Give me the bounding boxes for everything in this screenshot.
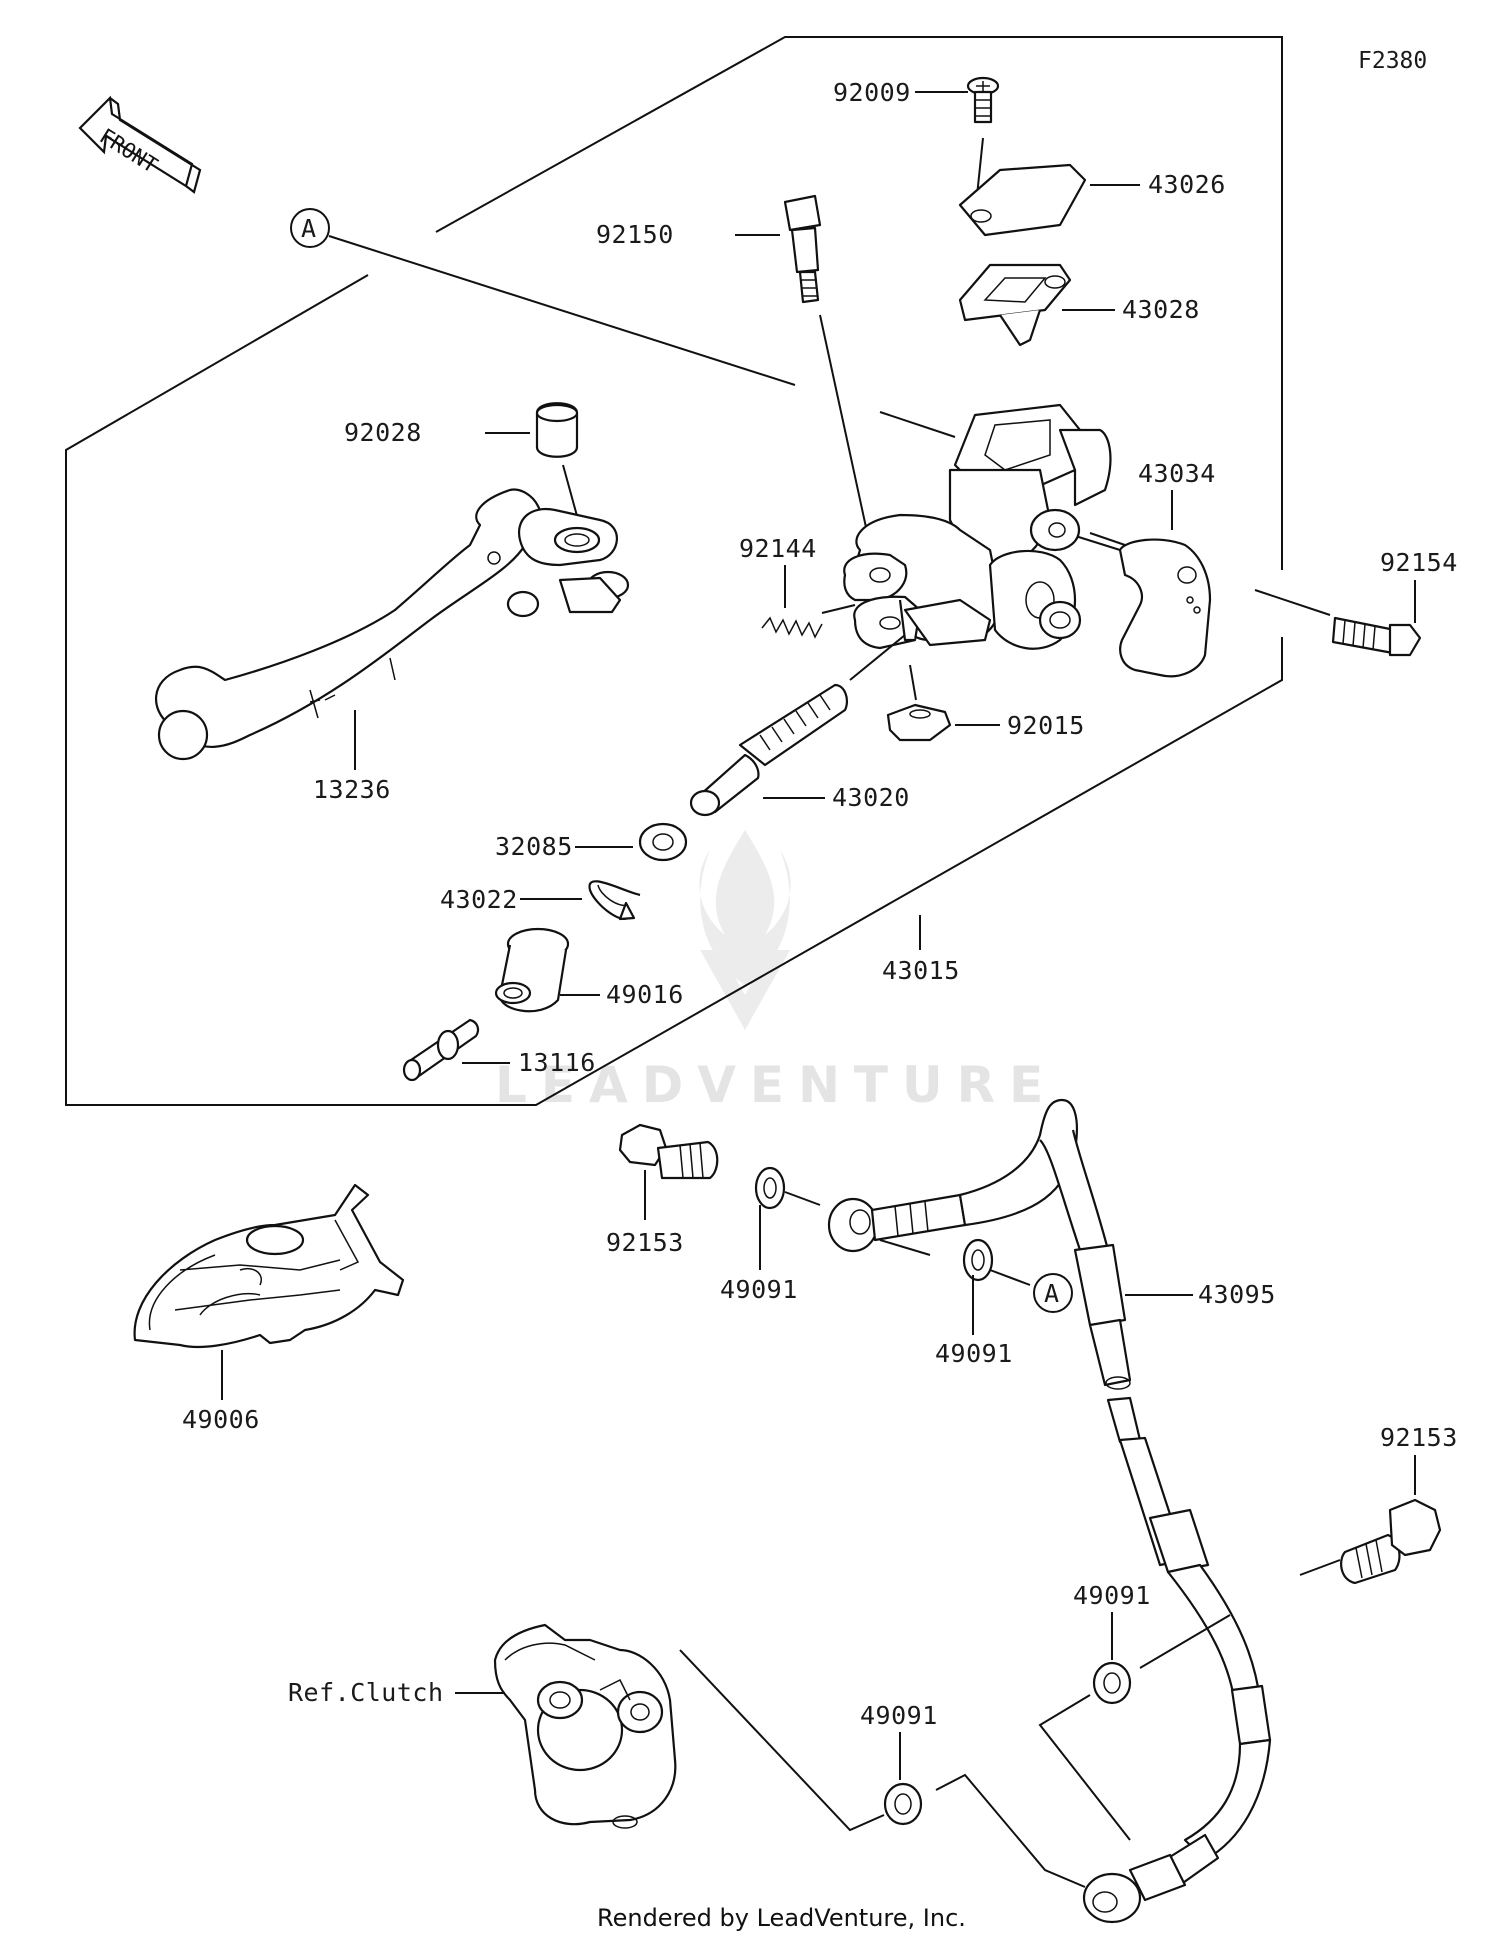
label-49006: 49006 (182, 1405, 260, 1434)
label-92028: 92028 (344, 418, 422, 447)
part-13236: 13236 (155, 488, 630, 804)
part-49091-upper-left: 49091 (720, 1166, 821, 1304)
part-master-cylinder-body (843, 403, 1331, 650)
part-92009: 92009 (833, 76, 1000, 216)
label-49016: 49016 (606, 980, 684, 1009)
part-43028: 43028 (958, 263, 1200, 347)
label-43026: 43026 (1148, 170, 1226, 199)
part-49091-bottom: 49091 (679, 1649, 1086, 1888)
reference-callout-a: A (879, 1239, 1073, 1313)
label-43022: 43022 (440, 885, 518, 914)
label-92154: 92154 (1380, 548, 1458, 577)
part-43015: 43015 (882, 915, 960, 985)
part-43095: 43095 (827, 1098, 1276, 1924)
part-49016: 49016 (494, 927, 684, 1013)
ref-clutch-part: Ref.Clutch (288, 1623, 677, 1829)
label-13116: 13116 (518, 1048, 596, 1077)
part-43022: 43022 (440, 880, 641, 921)
label-49091-bottom: 49091 (860, 1701, 938, 1730)
part-13116: 13116 (402, 1018, 596, 1082)
label-49091-center: 49091 (935, 1339, 1013, 1368)
label-92009: 92009 (833, 78, 911, 107)
part-43034: 43034 (1118, 459, 1216, 678)
label-49091-right: 49091 (1073, 1581, 1151, 1610)
label-32085: 32085 (495, 832, 573, 861)
label-92153-lower: 92153 (1380, 1423, 1458, 1452)
part-92028: 92028 (344, 402, 586, 546)
part-92015: 92015 (886, 664, 1085, 742)
label-92153-upper: 92153 (606, 1228, 684, 1257)
part-92153-lower: 92153 (1299, 1423, 1458, 1585)
part-92153-upper: 92153 (606, 1123, 719, 1257)
label-43028: 43028 (1122, 295, 1200, 324)
part-43026: 43026 (958, 163, 1226, 237)
ref-marker-a-top: A (301, 214, 317, 243)
label-92150: 92150 (596, 220, 674, 249)
label-43095: 43095 (1198, 1280, 1276, 1309)
part-49006: 49006 (133, 1183, 405, 1434)
assembly-43015-boundary (65, 36, 1283, 1106)
label-ref-clutch: Ref.Clutch (288, 1678, 444, 1707)
part-49091-right: 49091 (1038, 1581, 1231, 1841)
part-49091-center: 49091 (935, 1238, 1013, 1368)
watermark: LEADVENTURE (495, 830, 1057, 1114)
label-92015: 92015 (1007, 711, 1085, 740)
label-43015: 43015 (882, 956, 960, 985)
part-92150: 92150 (596, 194, 873, 556)
label-43020: 43020 (832, 783, 910, 812)
part-92154: 92154 (1331, 548, 1458, 657)
label-92144: 92144 (739, 534, 817, 563)
label-13236: 13236 (313, 775, 391, 804)
front-arrow-icon: FRONT (78, 95, 202, 194)
part-32085: 32085 (495, 822, 688, 862)
ref-marker-a-bottom: A (1044, 1279, 1060, 1308)
figure-code: F2380 (1358, 48, 1427, 74)
label-49091-upper-left: 49091 (720, 1275, 798, 1304)
part-92144: 92144 (739, 534, 856, 639)
part-43020: 43020 (689, 634, 910, 817)
label-43034: 43034 (1138, 459, 1216, 488)
watermark-text: LEADVENTURE (495, 1056, 1057, 1114)
footer-credit: Rendered by LeadVenture, Inc. (597, 1904, 966, 1932)
